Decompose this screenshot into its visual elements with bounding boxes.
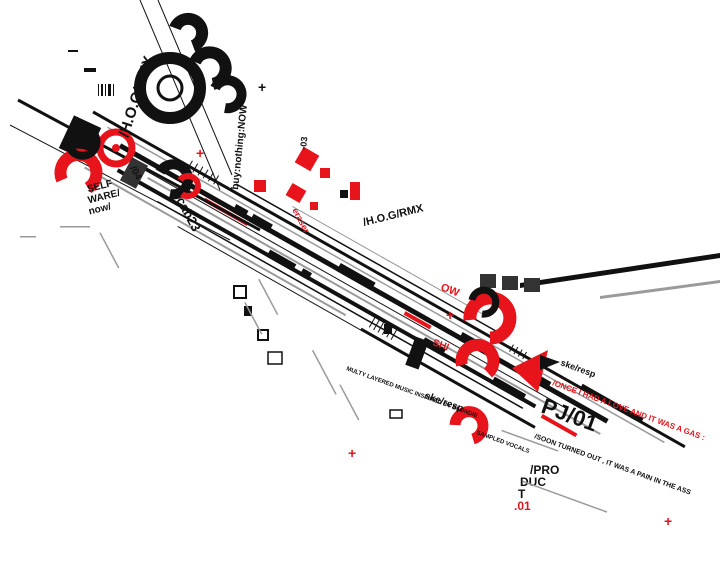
diagonal-band bbox=[84, 110, 686, 449]
red-blocks-top bbox=[254, 146, 360, 210]
ow-label: OW bbox=[439, 282, 461, 300]
product-line: T bbox=[518, 487, 526, 501]
plus-mark: + bbox=[196, 145, 204, 161]
shi-label: SHI bbox=[431, 337, 451, 353]
black-ring-ornament bbox=[134, 12, 247, 124]
red-swirl-cluster bbox=[54, 115, 201, 200]
product-line: .01 bbox=[514, 499, 531, 513]
self-ware-line: now/ bbox=[88, 201, 113, 217]
multy-layered-line: MULTY LAYERED MUSIC INSPIRED BY BLONDIE bbox=[345, 366, 478, 419]
product-01-block: /PRO DUC T .01 bbox=[514, 463, 559, 513]
plus-mark: + bbox=[664, 513, 672, 529]
product-line: /PRO bbox=[530, 463, 559, 477]
hog-rmx-title-mid: /H.O.G/RMX bbox=[362, 202, 425, 229]
eraser-label: eraser bbox=[290, 206, 312, 235]
self-ware-now-block: SELF WARE/ now/ bbox=[86, 178, 121, 217]
red-swirl-center bbox=[405, 286, 560, 445]
ske-resp-right-label: ske/resp bbox=[559, 357, 597, 379]
product-line: DUC bbox=[520, 475, 546, 489]
plus-mark-black: + bbox=[258, 79, 266, 95]
small-icons bbox=[233, 285, 403, 419]
right-arrow-strip bbox=[480, 253, 720, 299]
buy-nothing-now-label: buy:nothing:NOW bbox=[230, 104, 250, 191]
plus-mark: + bbox=[446, 307, 454, 323]
hog-rmx-title-top: /H.O.G/RMX bbox=[116, 54, 158, 139]
barcode-mark bbox=[68, 50, 114, 96]
plus-mark: + bbox=[348, 445, 356, 461]
sampled-vocals-line: SAMPLED VOCALS bbox=[475, 430, 530, 455]
code-03-label: -03 bbox=[298, 136, 309, 150]
micro-text-bars bbox=[20, 226, 608, 513]
plus-marks: + + + + bbox=[196, 145, 672, 529]
